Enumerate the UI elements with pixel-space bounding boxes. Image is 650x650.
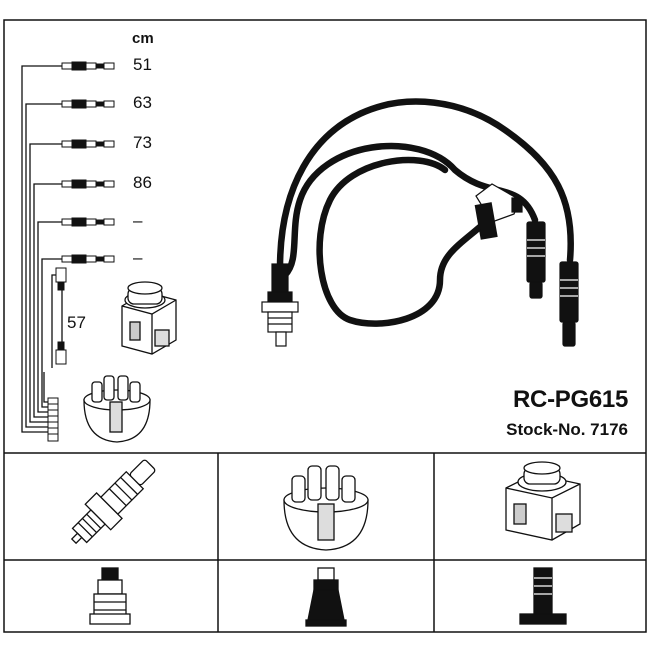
length-label-6: –: [133, 248, 143, 267]
connector-57: [55, 267, 67, 365]
ignition-coil-icon: [505, 461, 581, 541]
connector-6: [61, 254, 115, 264]
stock-number: Stock-No. 7176: [506, 420, 628, 439]
connector-86: [61, 179, 115, 189]
distributor-cap-icon: [83, 375, 151, 443]
plug-connector-straight-icon: [89, 567, 131, 625]
unit-label: cm: [132, 30, 154, 47]
cable-boot-angled: [474, 183, 523, 240]
cable-1: [276, 98, 574, 272]
lead-terminals: [47, 397, 59, 442]
lead-connectors: [47, 61, 115, 442]
lead-wires: [21, 65, 63, 433]
length-label-4: 86: [133, 173, 152, 192]
side-length-label: 57: [67, 313, 86, 332]
spark-plug-icon: [70, 459, 156, 545]
cable-3: [316, 156, 502, 327]
length-label-5: –: [133, 211, 143, 230]
connector-73: [61, 139, 115, 149]
model-number: RC-PG615: [513, 386, 628, 413]
grid-lines: [3, 19, 647, 633]
connector-51: [61, 61, 115, 71]
connector-5: [61, 217, 115, 227]
cable-boot-left: [261, 263, 299, 347]
ignition-coil-icon: [121, 281, 177, 355]
coil-connector-icon: [519, 567, 567, 625]
distributor-cap-icon: [283, 465, 369, 551]
length-label-2: 63: [133, 93, 152, 112]
length-label-1: 51: [133, 55, 152, 74]
cable-boot-straight-a: [526, 221, 546, 299]
ignition-cable-set: [276, 98, 574, 327]
plug-connector-boot-icon: [305, 567, 347, 627]
length-label-3: 73: [133, 133, 152, 152]
connector-63: [61, 99, 115, 109]
cable-boot-straight-b: [559, 261, 579, 347]
